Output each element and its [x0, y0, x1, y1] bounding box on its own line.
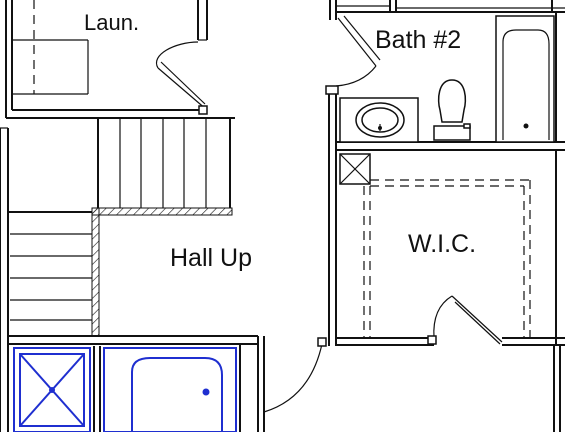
bath2-tub-icon: [495, 15, 555, 143]
wic-label: W.I.C.: [408, 230, 476, 258]
bath2-label: Bath #2: [375, 26, 461, 54]
sink-icon: [339, 97, 419, 143]
bath2-door-swing-icon: [335, 15, 381, 87]
laundry-door-swing-icon: [155, 41, 208, 115]
left-wall: [0, 127, 92, 432]
central-wall: [325, 85, 339, 346]
stairs-upper-icon: [91, 118, 233, 216]
wic-room: [336, 150, 565, 346]
laundry-room: [5, 0, 235, 119]
hall-label: Hall Up: [170, 244, 252, 272]
bathtub-icon: [103, 347, 237, 432]
laundry-label: Laun.: [84, 10, 139, 35]
shower-icon: [13, 347, 91, 432]
toilet-icon: [433, 79, 471, 141]
wic-door-swing-icon: [427, 295, 503, 345]
lower-right-wall: [553, 345, 561, 432]
attic-access-icon: [339, 153, 371, 185]
stairs-lower-icon: [8, 207, 258, 345]
hall-door-swing-icon: [263, 337, 327, 413]
